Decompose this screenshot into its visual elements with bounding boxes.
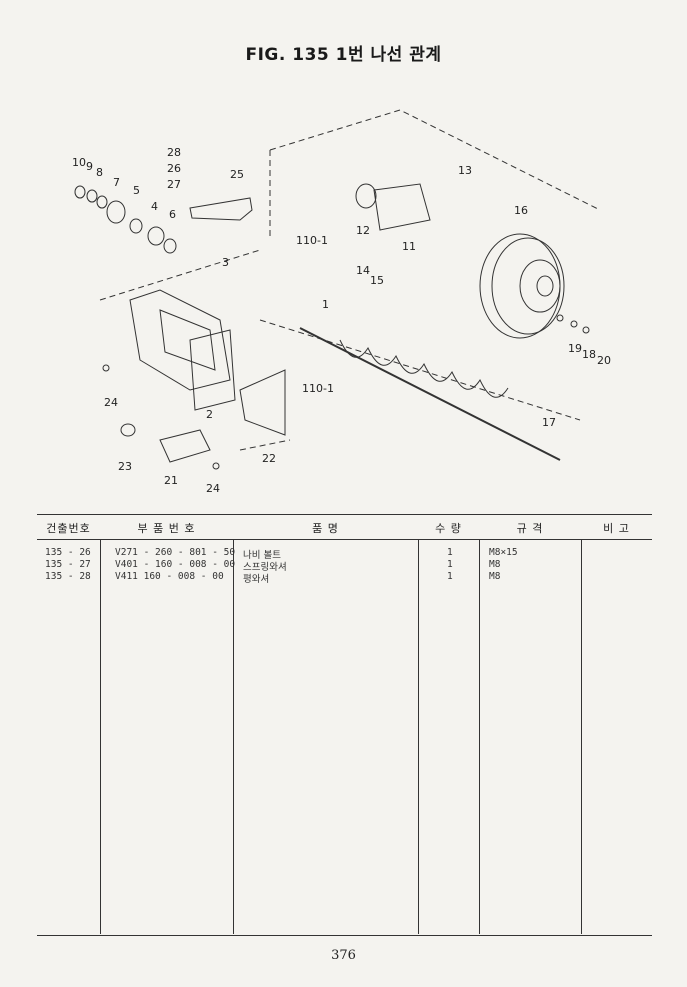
column-divider (479, 539, 480, 934)
callout-label: 8 (96, 166, 103, 179)
quantity: 1 (447, 547, 453, 558)
part-name: 스프링와셔 (243, 562, 287, 573)
table-top-rule (37, 514, 652, 515)
part-number: V401 - 160 - 008 - 00 (115, 559, 236, 570)
table-row: 135 - 28 V411 160 - 008 - 00 평와셔 1 M8 (37, 571, 652, 585)
callout-label: 17 (542, 416, 556, 429)
figure-title: FIG. 135 1번 나선 관계 (245, 45, 442, 65)
callout-label: 10 (72, 156, 86, 169)
part-number: V271 - 260 - 801 - 50 (115, 547, 236, 558)
header-part-number: 부 품 번 호 (137, 522, 196, 535)
header-ref-number: 건출번호 (46, 522, 91, 535)
ref-number: 135 - 27 (45, 559, 91, 570)
part-name: 평와셔 (243, 574, 270, 585)
column-divider (100, 539, 101, 934)
callout-label: 14 (356, 264, 370, 277)
ref-number: 135 - 28 (45, 571, 91, 582)
callout-label: 20 (597, 354, 611, 367)
callout-label: 7 (113, 176, 120, 189)
header-quantity: 수 량 (435, 522, 462, 535)
callout-label: 4 (151, 200, 158, 213)
quantity: 1 (447, 571, 453, 582)
callout-label: 24 (104, 396, 118, 409)
callout-label: 9 (86, 160, 93, 173)
page-number: 376 (331, 948, 356, 963)
callout-label: 26 (167, 162, 181, 175)
table-row: 135 - 26 V271 - 260 - 801 - 50 나비 볼트 1 M… (37, 547, 652, 561)
spec: M8 (489, 571, 501, 582)
callout-label: 22 (262, 452, 276, 465)
column-divider (581, 539, 582, 934)
callout-label: 19 (568, 342, 582, 355)
callout-label: 28 (167, 146, 181, 159)
table-bottom-rule (37, 935, 652, 936)
header-remarks: 비 고 (603, 522, 630, 535)
callout-label: 3 (222, 256, 229, 269)
callout-label: 12 (356, 224, 370, 237)
spec: M8×15 (489, 547, 518, 558)
callout-label: 5 (133, 184, 140, 197)
header-spec: 규 격 (516, 522, 544, 535)
quantity: 1 (447, 559, 453, 570)
column-divider (418, 539, 419, 934)
spec: M8 (489, 559, 501, 570)
callout-label: 25 (230, 168, 244, 181)
callout-label: 16 (514, 204, 528, 217)
exploded-parts-diagram: 10 9 8 7 5 4 6 28 26 27 25 3 1 2 110-1 1… (40, 90, 660, 500)
callout-label: 21 (164, 474, 178, 487)
callout-label: 110-1 (302, 382, 334, 395)
callout-label: 1 (322, 298, 329, 311)
callout-label: 110-1 (296, 234, 328, 247)
parts-table: 건출번호 부 품 번 호 품 명 수 량 규 격 비 고 135 - 26 V2… (37, 514, 652, 936)
callout-label: 2 (206, 408, 213, 421)
part-name: 나비 볼트 (243, 550, 281, 561)
column-divider (233, 539, 234, 934)
table-row: 135 - 27 V401 - 160 - 008 - 00 스프링와셔 1 M… (37, 559, 652, 573)
ref-number: 135 - 26 (45, 547, 91, 558)
callout-label: 24 (206, 482, 220, 495)
diagram-drawing: 10 9 8 7 5 4 6 28 26 27 25 3 1 2 110-1 1… (72, 109, 611, 495)
callout-label: 6 (169, 208, 176, 221)
callout-label: 15 (370, 274, 384, 287)
callout-label: 11 (402, 240, 416, 253)
callout-label: 18 (582, 348, 596, 361)
callout-label: 13 (458, 164, 472, 177)
callout-label: 23 (118, 460, 132, 473)
header-rule (37, 539, 652, 540)
header-part-name: 품 명 (312, 522, 339, 535)
part-number: V411 160 - 008 - 00 (115, 571, 224, 582)
callout-label: 27 (167, 178, 181, 191)
